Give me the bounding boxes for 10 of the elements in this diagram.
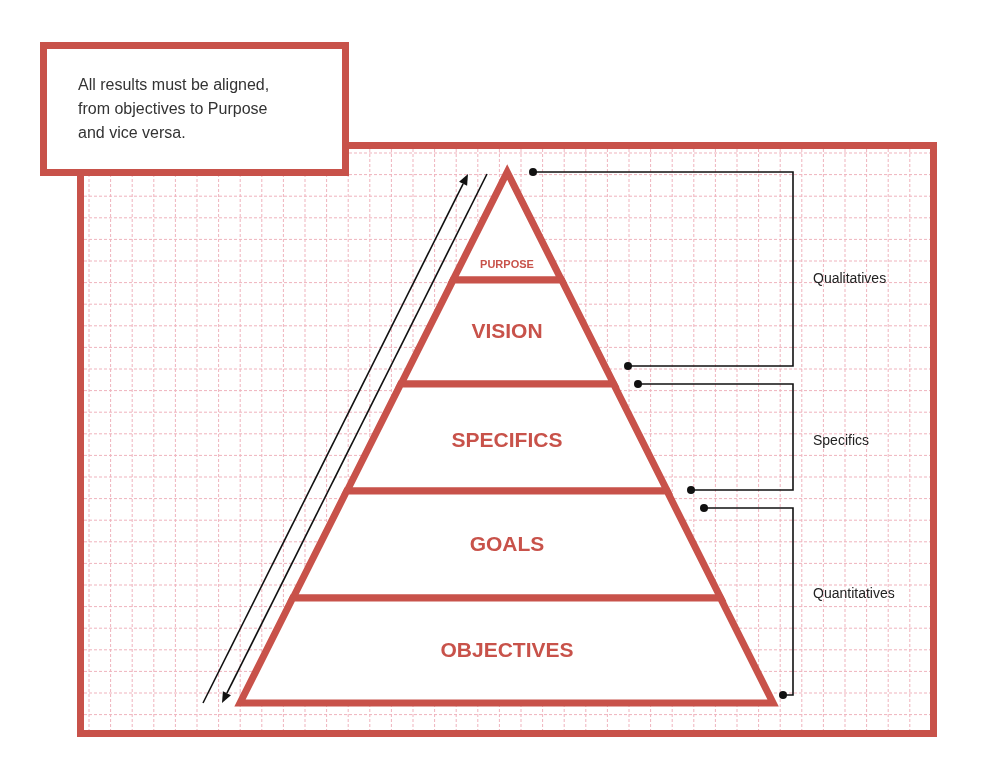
layer-label: GOALS xyxy=(469,532,545,556)
layer-label: PURPOSE xyxy=(480,258,534,270)
note-text: All results must be aligned, from objectives to Purpose and vice versa. xyxy=(78,75,271,143)
layer-label: SPECIFICS xyxy=(451,428,563,452)
layer-label: OBJECTIVES xyxy=(440,638,574,662)
bracket-label: Quantitatives xyxy=(813,585,895,601)
note-box xyxy=(40,42,349,176)
bracket-label: Specifics xyxy=(813,432,870,448)
bracket-label: Qualitatives xyxy=(813,270,887,286)
layer-label: VISION xyxy=(471,319,543,343)
